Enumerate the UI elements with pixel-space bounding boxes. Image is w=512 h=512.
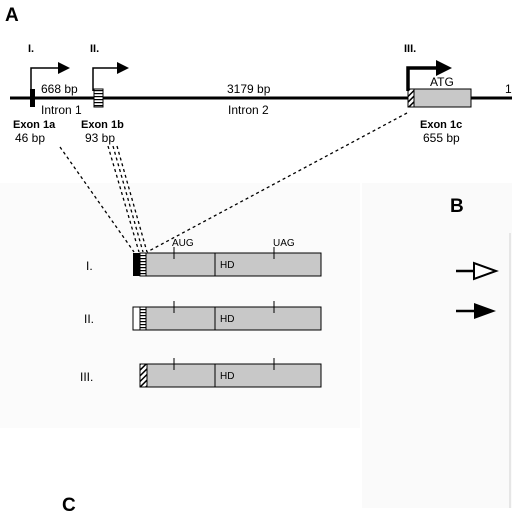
transcript-1-hd: HD [220,260,234,271]
transcript-2-utr [132,306,141,331]
exon-1b-name: Exon 1b [81,119,124,131]
transcript-3-label: III. [80,370,93,384]
panel-b-label: B [450,196,464,217]
promoter-1-label: I. [28,43,34,55]
transcript-1-exon-1b [139,252,147,277]
transcript-3-hd: HD [220,371,234,382]
legend-open-arrow [456,261,499,281]
exon-1c-name: Exon 1c [420,119,462,131]
transcript-3: III. HD [80,358,322,388]
exon-1a-name: Exon 1a [13,119,56,131]
transcripts: AUG UAG I. HD II. HD III. [80,238,322,388]
promoter-2-arrow [92,62,129,91]
gene-structure: I. II. III. 668 bp Intron 1 3179 bp Intr… [10,43,512,145]
transcript-2: II. HD [84,301,322,331]
intron-1-size: 668 bp [41,82,78,96]
intron-1-label: Intron 1 [41,103,82,117]
exon-1a [30,89,35,107]
transcript-1-label: I. [86,259,93,273]
panel-a-lower-bg [0,183,360,428]
transcript-3-exon-1c-utr [139,363,148,388]
transcript-2-exon-1b [139,306,147,331]
transcript-1-exon-1a [133,253,140,276]
uag-label: UAG [273,238,295,249]
intron-2-size: 3179 bp [227,82,271,96]
panel-a-label: A [5,5,19,26]
exon-1b-size: 93 bp [85,131,115,145]
transcript-2-hd: HD [220,314,234,325]
exon-1c-coding [413,88,472,108]
promoter-3-arrow [406,60,452,91]
splice-connectors [59,112,408,253]
promoter-2-label: II. [90,43,99,55]
aug-label: AUG [172,238,194,249]
edge-cut-text: 1 [505,82,512,96]
exon-1c-size: 655 bp [423,131,460,145]
promoter-3-label: III. [404,43,416,55]
panel-c-label: C [62,495,76,512]
legend-filled-arrow [456,303,496,319]
panel-b-bg [362,183,512,508]
exon-1a-size: 46 bp [15,131,45,145]
promoter-1-arrow [30,62,70,91]
intron-2-label: Intron 2 [228,103,269,117]
exon-1b [93,88,104,108]
atg-label: ATG [430,75,454,89]
transcript-1: I. HD [86,247,322,277]
transcript-2-label: II. [84,312,94,326]
